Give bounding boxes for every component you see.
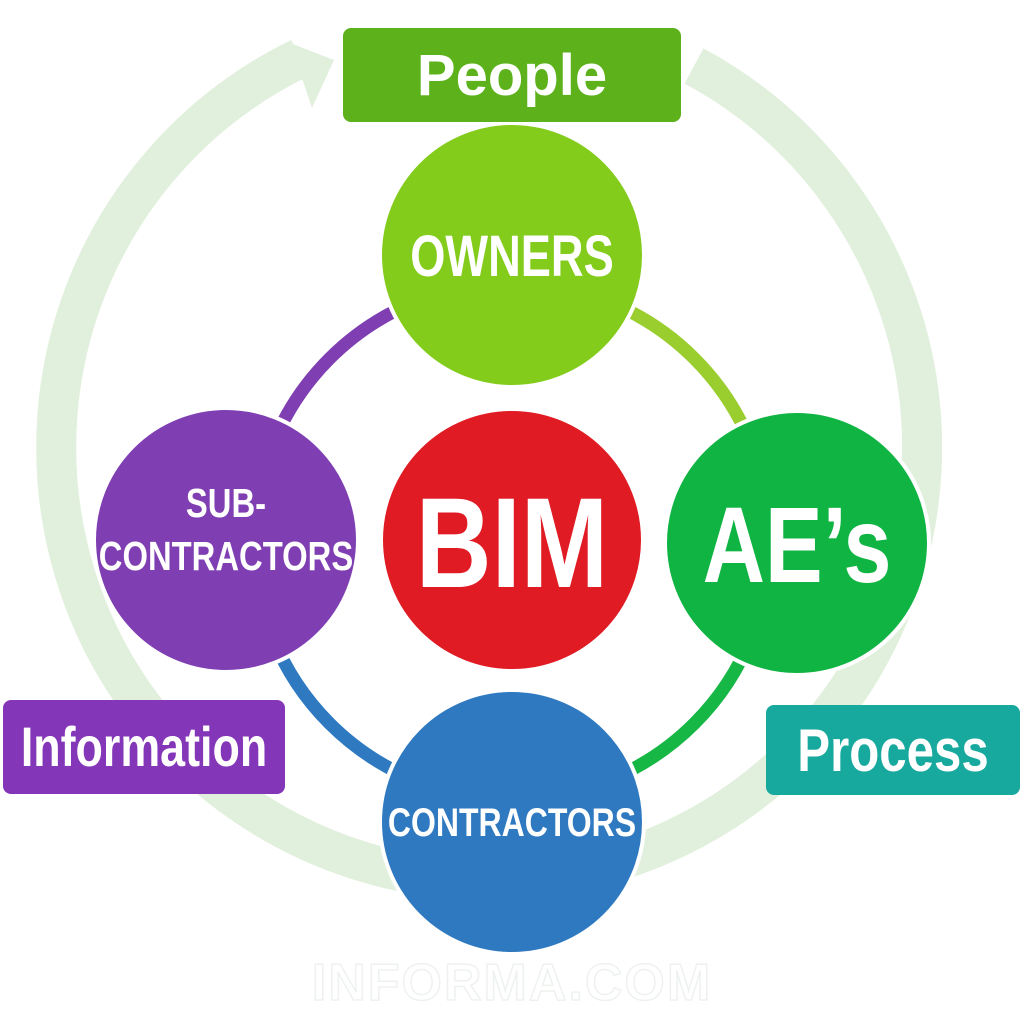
bim-label: BIM xyxy=(416,471,608,614)
process-box xyxy=(766,705,1020,795)
tag-process: Process xyxy=(766,705,1020,795)
people-label: People xyxy=(417,43,607,108)
bim-circle xyxy=(379,407,645,673)
people-box xyxy=(343,28,681,122)
owners-label: OWNERS xyxy=(410,225,614,290)
information-box xyxy=(3,700,285,794)
node-contractors: CONTRACTORS xyxy=(378,688,646,956)
node-owners: OWNERS xyxy=(378,121,646,389)
aes-circle xyxy=(663,409,931,677)
watermark: INFORMA.COM xyxy=(312,954,712,1012)
owners-circle xyxy=(378,121,646,389)
node-bim-center: BIM xyxy=(379,407,645,673)
outer-cycle-arrowhead xyxy=(290,43,334,108)
subcontractors-label-line1: SUB- xyxy=(186,479,266,525)
node-subcontractors: SUB- CONTRACTORS xyxy=(92,406,360,674)
subcontractors-circle xyxy=(92,406,360,674)
subcontractors-label-line2: CONTRACTORS xyxy=(99,532,353,578)
information-label: Information xyxy=(21,715,267,778)
aes-label: AE’s xyxy=(703,484,892,605)
tag-people: People xyxy=(343,28,681,122)
process-label: Process xyxy=(797,716,988,784)
contractors-label: CONTRACTORS xyxy=(388,800,636,845)
contractors-circle xyxy=(378,688,646,956)
tag-information: Information xyxy=(3,700,285,794)
node-aes: AE’s xyxy=(663,409,931,677)
